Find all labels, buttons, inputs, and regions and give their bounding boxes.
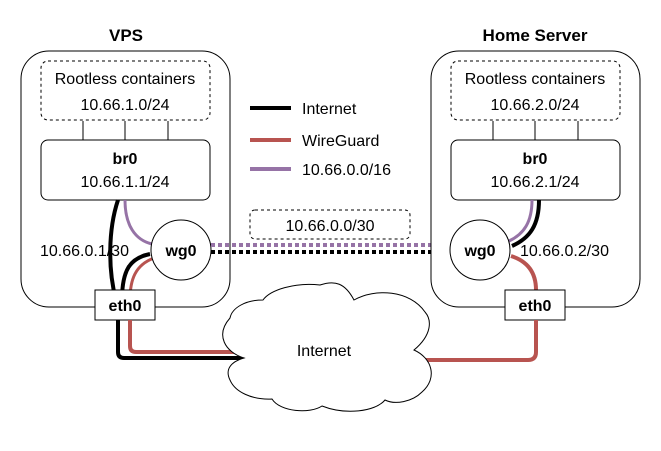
tunnel-subnet-box <box>249 209 411 240</box>
home-wg0-eth0-wireguard-link <box>510 254 538 291</box>
vps-eth0-cloud-internet-link <box>116 320 242 360</box>
home-wg0-label: wg0 <box>463 243 495 260</box>
vps-containers-box <box>40 60 211 121</box>
home-wg0-node <box>449 219 511 281</box>
vps-bridge-name: br0 <box>113 151 138 168</box>
vps-eth0-cloud-wireguard-link <box>128 320 242 354</box>
legend: Internet WireGuard 10.66.0.0/16 <box>250 101 391 179</box>
home-container-links <box>492 121 579 140</box>
legend-internet-label: Internet <box>302 101 357 118</box>
vps-containers-label: Rootless containers <box>55 71 196 88</box>
vps-wg0-label: wg0 <box>164 243 196 260</box>
home-containers-box <box>450 60 621 121</box>
home-br0-wg0-internet-link <box>511 199 541 248</box>
vps-wg-ip: 10.66.0.1/30 <box>40 243 129 260</box>
legend-wireguard-label: WireGuard <box>302 133 379 150</box>
vps-br0-wg0-subnet-link <box>123 199 153 246</box>
home-eth0-label: eth0 <box>519 298 552 315</box>
home-eth0-cloud-wireguard-link <box>424 320 538 362</box>
vps-container-links <box>82 121 169 140</box>
vps-bridge-box <box>40 139 211 201</box>
home-wg-ip: 10.66.0.2/30 <box>520 243 609 260</box>
home-containers-subnet: 10.66.2.0/24 <box>491 97 580 114</box>
vps-eth0-box <box>94 289 156 321</box>
vps-containers-subnet: 10.66.1.0/24 <box>81 97 170 114</box>
home-br0-wg0-subnet-link <box>508 199 534 243</box>
tunnel-subnet-label: 10.66.0.0/30 <box>286 218 375 235</box>
legend-subnet-label: 10.66.0.0/16 <box>302 162 391 179</box>
home-bridge-box <box>450 139 621 201</box>
vps-eth0-label: eth0 <box>109 298 142 315</box>
home-bridge-name: br0 <box>523 151 548 168</box>
vps-bridge-ip: 10.66.1.1/24 <box>81 174 170 191</box>
vps-title: VPS <box>109 26 143 45</box>
home-bridge-ip: 10.66.2.1/24 <box>491 174 580 191</box>
cloud-label: Internet <box>297 343 352 360</box>
home-title: Home Server <box>483 26 588 45</box>
internet-cloud <box>222 282 432 412</box>
home-containers-label: Rootless containers <box>465 71 606 88</box>
